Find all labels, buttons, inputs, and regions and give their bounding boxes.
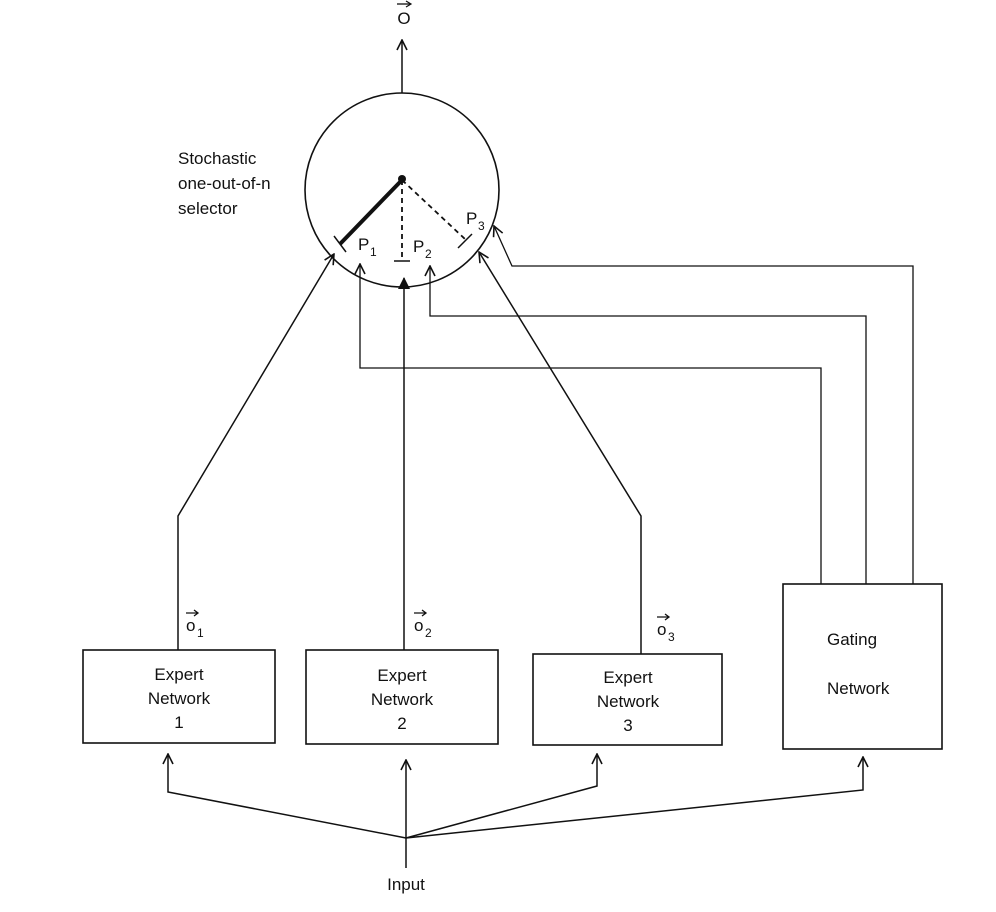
gating-line-to-p1 — [360, 264, 822, 584]
expert-1-output-letter: o — [186, 616, 195, 635]
port-letter-1: P — [358, 235, 369, 254]
contact-tick-3 — [457, 233, 473, 249]
expert-network-2-box — [305, 649, 499, 745]
expert-1-output-index: 1 — [197, 626, 204, 640]
selector-caption: Stochastic one-out-of-n selector — [178, 149, 271, 218]
expert-3-output-index: 3 — [668, 630, 675, 644]
input-to-expert-1-arrow — [168, 754, 407, 839]
gating-network: Gating Network — [782, 583, 943, 750]
port-letter-3: P — [466, 209, 477, 228]
selector-switch-active-arm — [338, 178, 404, 246]
expert-network-1-line-1: Expert — [154, 665, 203, 684]
expert-network-3-box — [532, 653, 723, 746]
expert-3-output-line — [479, 252, 642, 654]
output-label-text: O — [397, 9, 410, 28]
expert-3-output-label: o 3 — [657, 613, 675, 644]
output-label: O — [397, 0, 413, 28]
expert-network-3-line-1: Expert — [603, 668, 652, 687]
port-letter-2: P — [413, 237, 424, 256]
output-vector-arrowhead — [405, 0, 413, 8]
selector-pivot — [398, 175, 406, 183]
expert-network-2-line-3: 2 — [397, 714, 406, 733]
gating-network-box — [782, 583, 943, 750]
expert-2-output-letter: o — [414, 616, 423, 635]
port-index-3: 3 — [478, 219, 485, 233]
port-label-1: P 1 — [358, 235, 377, 259]
expert-network-1-line-3: 1 — [174, 713, 183, 732]
expert-network-2-line-2: Network — [371, 690, 434, 709]
expert-network-3: Expert Network 3 — [532, 653, 723, 746]
input-label: Input — [387, 875, 425, 894]
port-index-1: 1 — [370, 245, 377, 259]
selector-switch-dashed-arm-3 — [401, 179, 467, 241]
port-index-2: 2 — [425, 247, 432, 261]
selector-caption-line-1: Stochastic — [178, 149, 257, 168]
gating-line-to-p2 — [430, 266, 867, 584]
expert-network-3-line-3: 3 — [623, 716, 632, 735]
expert-2-output-index: 2 — [425, 626, 432, 640]
selector-caption-line-3: selector — [178, 199, 238, 218]
expert-network-1-line-2: Network — [148, 689, 211, 708]
input-to-gating-arrow — [405, 757, 863, 839]
selector-caption-line-2: one-out-of-n — [178, 174, 271, 193]
expert-network-1-box — [82, 649, 276, 744]
expert-3-output-vector-mark — [657, 613, 671, 621]
expert-1-output-vector-mark — [186, 609, 200, 617]
port-label-3: P 3 — [466, 209, 485, 233]
gating-network-line-1: Gating — [827, 630, 877, 649]
contact-tick-1 — [333, 235, 347, 253]
expert-1-output-label: o 1 — [186, 609, 204, 640]
expert-network-2: Expert Network 2 — [305, 649, 499, 745]
expert-3-output-letter: o — [657, 620, 666, 639]
gating-network-line-2: Network — [827, 679, 890, 698]
expert-network-1: Expert Network 1 — [82, 649, 276, 744]
expert-network-2-line-1: Expert — [377, 666, 426, 685]
port-label-2: P 2 — [413, 237, 432, 261]
expert-1-output-line — [177, 254, 334, 650]
gating-line-to-p3 — [494, 226, 914, 584]
input-to-expert-3-arrow — [405, 754, 597, 839]
expert-2-output-vector-mark — [414, 609, 428, 617]
expert-2-output-label: o 2 — [414, 609, 432, 640]
expert-network-3-line-2: Network — [597, 692, 660, 711]
